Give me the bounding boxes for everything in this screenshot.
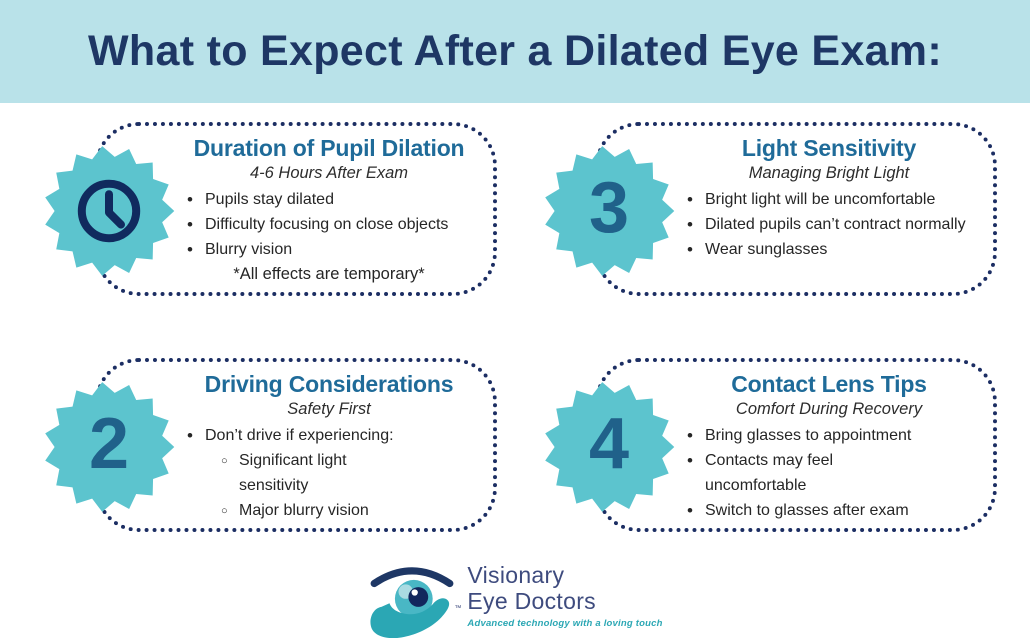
card-title: Duration of Pupil Dilation [193, 135, 465, 161]
bullet-item: Dilated pupils can’t contract normally [687, 212, 981, 237]
pupil-highlight [411, 589, 419, 596]
page-title: What to Expect After a Dilated Eye Exam: [88, 27, 942, 75]
bullet-list: Bright light will be uncomfortable Dilat… [687, 187, 981, 262]
logo-name-line2: Eye Doctors [467, 588, 596, 614]
header-band: What to Expect After a Dilated Eye Exam: [0, 0, 1030, 103]
card-subtitle: Comfort During Recovery [735, 400, 923, 418]
clock-icon [77, 179, 141, 243]
card-subtitle: Managing Bright Light [748, 164, 910, 182]
bullet-item: Difficulty focusing on close objects [187, 212, 481, 237]
card-footnote: *All effects are temporary* [233, 265, 425, 283]
bullet-item: Bring glasses to appointment [687, 423, 937, 448]
visionary-eye-doctors-logo: ™ Visionary Eye Doctors Advanced technol… [367, 556, 662, 638]
eye-hand-logo-icon: ™ [367, 556, 461, 638]
number-badge-3: 3 [541, 143, 677, 279]
card-contact-lens-tips: 4 Contact Lens Tips Comfort During Recov… [545, 358, 997, 532]
bullet-item: Switch to glasses after exam [687, 498, 937, 523]
clock-badge [41, 143, 177, 279]
eye-hand-logo-graphic [370, 567, 454, 638]
eyebrow-arc [371, 567, 454, 588]
bullet-list: Don’t drive if experiencing: Significant… [187, 423, 481, 524]
card-subtitle: 4-6 Hours After Exam [249, 164, 409, 182]
bullet-item: Wear sunglasses [687, 237, 981, 262]
card-light-sensitivity: 3 Light Sensitivity Managing Bright Ligh… [545, 122, 997, 296]
badge-number: 2 [88, 404, 130, 484]
card-title: Light Sensitivity [741, 135, 917, 161]
bullet-item: Bright light will be uncomfortable [687, 187, 981, 212]
card-content: Contact Lens Tips Comfort During Recover… [677, 371, 981, 523]
card-content: Driving Considerations Safety First Don’… [177, 371, 481, 524]
hand-icon [370, 598, 450, 638]
footer: ™ Visionary Eye Doctors Advanced technol… [0, 556, 1030, 644]
card-title: Driving Considerations [204, 371, 454, 397]
bullet-list: Pupils stay dilated Difficulty focusing … [187, 187, 481, 262]
trademark-symbol: ™ [454, 605, 462, 612]
sub-bullet-item: Significant light sensitivity [219, 448, 404, 498]
logo-text: Visionary Eye Doctors Advanced technolog… [467, 556, 662, 629]
bullet-item: Don’t drive if experiencing: [187, 423, 481, 448]
card-duration-of-pupil-dilation: Duration of Pupil Dilation 4-6 Hours Aft… [45, 122, 497, 296]
logo-name-line1: Visionary [467, 562, 565, 588]
badge-number: 4 [588, 404, 630, 484]
bullet-item: Contacts may feel uncomfortable [687, 448, 937, 498]
sub-bullet-item: Major blurry vision [219, 498, 404, 524]
number-badge-4: 4 [541, 379, 677, 515]
logo-tagline: Advanced technology with a loving touch [467, 618, 663, 629]
bullet-list: Bring glasses to appointment Contacts ma… [687, 423, 937, 523]
card-content: Duration of Pupil Dilation 4-6 Hours Aft… [177, 135, 481, 287]
number-badge-2: 2 [41, 379, 177, 515]
bullet-item: Pupils stay dilated [187, 187, 481, 212]
card-subtitle: Safety First [287, 400, 371, 418]
card-driving-considerations: 2 Driving Considerations Safety First Do… [45, 358, 497, 532]
card-title: Contact Lens Tips [731, 371, 927, 397]
card-content: Light Sensitivity Managing Bright Light … [677, 135, 981, 262]
badge-number: 3 [588, 168, 630, 248]
pupil [408, 587, 429, 607]
bullet-item: Blurry vision [187, 237, 481, 262]
